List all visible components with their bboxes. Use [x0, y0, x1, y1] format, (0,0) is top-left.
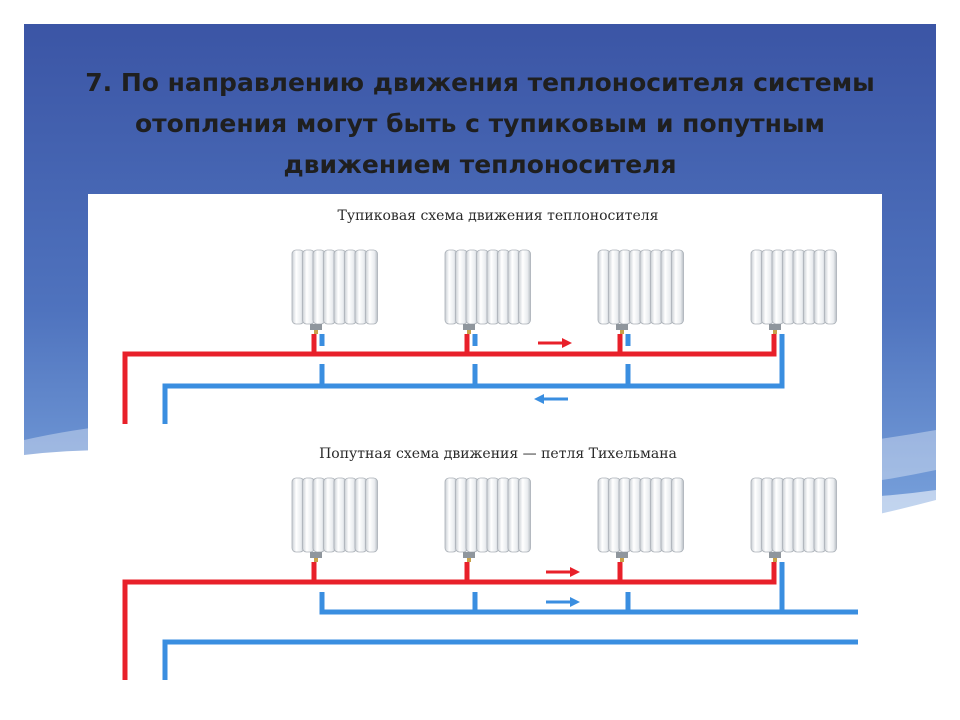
title-line-2: отопления могут быть с тупиковым и попут…	[134, 109, 825, 138]
return-pipe-1	[162, 334, 785, 424]
radiator-icon	[444, 249, 531, 335]
radiator-icon	[597, 249, 684, 335]
flow-arrow-icon	[538, 338, 572, 348]
diagram-panel: Тупиковая схема движения теплоносителя	[88, 194, 882, 720]
dead-end-scheme-caption: Тупиковая схема движения теплоносителя	[338, 208, 659, 224]
title-line-3: движением теплоносителя	[283, 150, 677, 179]
radiator-icon	[291, 249, 378, 335]
radiator-icon	[750, 249, 837, 335]
heating-schemes-diagram: Тупиковая схема движения теплоносителя	[122, 208, 858, 680]
title-line-1: 7. По направлению движения теплоносителя…	[85, 68, 875, 97]
radiator-icon	[750, 477, 837, 563]
flow-arrow-icon	[534, 394, 568, 404]
radiator-icon	[597, 477, 684, 563]
flow-arrow-icon	[546, 597, 580, 607]
radiator-icon	[444, 477, 531, 563]
slide-title: 7. По направлению движения теплоносителя…	[60, 62, 900, 185]
radiator-icon	[291, 477, 378, 563]
supply-pipe-2	[122, 562, 777, 680]
tichelmann-scheme-caption: Попутная схема движения — петля Тихельма…	[319, 446, 677, 462]
return-pipe-2	[162, 562, 858, 680]
supply-pipe-1	[122, 334, 777, 424]
flow-arrow-icon	[546, 567, 580, 577]
